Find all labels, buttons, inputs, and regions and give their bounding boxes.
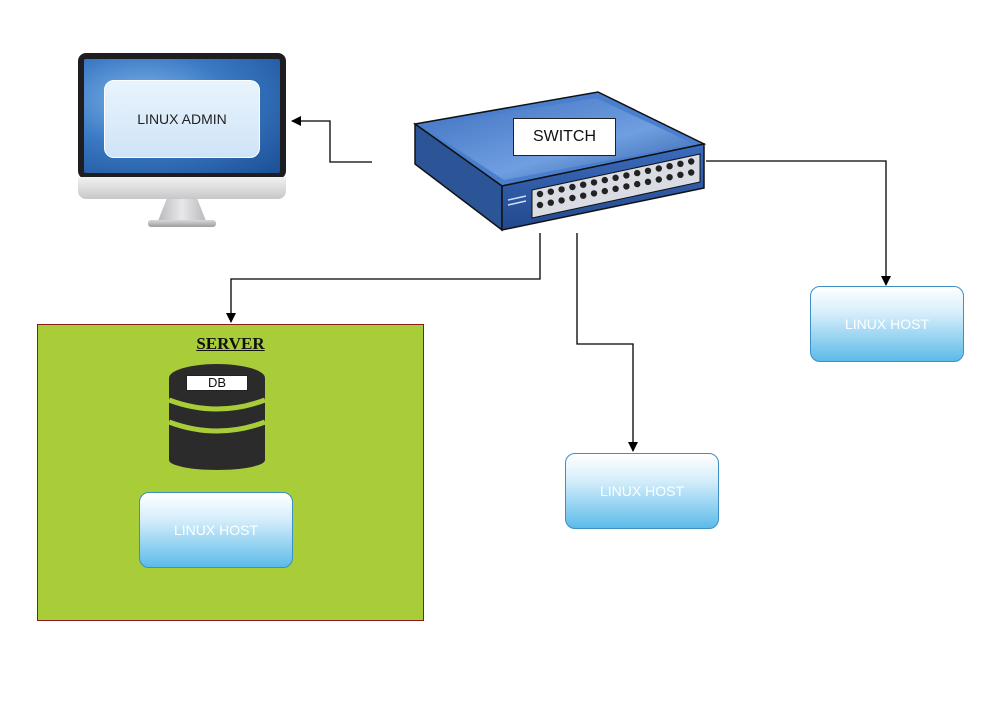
network-switch-icon bbox=[413, 91, 707, 232]
switch-port bbox=[590, 190, 598, 197]
switch-port bbox=[655, 165, 662, 172]
switch-port bbox=[677, 171, 684, 178]
switch-port bbox=[590, 179, 598, 186]
switch-port bbox=[655, 176, 662, 183]
switch-port bbox=[601, 187, 608, 195]
computer-stand-base bbox=[148, 220, 216, 227]
server-linux-host: LINUX HOST bbox=[139, 492, 293, 568]
linux-admin-label: LINUX ADMIN bbox=[104, 80, 260, 158]
computer-stand bbox=[158, 199, 206, 221]
switch-port bbox=[536, 201, 544, 209]
switch-label: SWITCH bbox=[513, 118, 616, 156]
switch-port bbox=[612, 174, 619, 181]
switch-port bbox=[666, 163, 673, 170]
switch-port bbox=[612, 185, 619, 192]
switch-port bbox=[601, 176, 608, 184]
switch-port bbox=[666, 174, 673, 181]
database-icon bbox=[168, 364, 266, 470]
switch-port bbox=[634, 180, 641, 188]
connector-switch-to-right-host bbox=[706, 160, 891, 286]
server-title: SERVER bbox=[196, 334, 265, 353]
switch-port bbox=[580, 192, 587, 199]
switch-port bbox=[644, 178, 652, 185]
switch-port bbox=[623, 183, 630, 190]
switch-port bbox=[547, 199, 554, 206]
switch-port bbox=[688, 169, 695, 176]
switch-port bbox=[569, 194, 576, 202]
db-label: DB bbox=[186, 375, 248, 391]
switch-port bbox=[634, 169, 641, 177]
switch-port bbox=[677, 160, 684, 167]
computer-chin bbox=[78, 177, 286, 199]
right-linux-host: LINUX HOST bbox=[810, 286, 964, 362]
apple-logo-icon bbox=[175, 180, 189, 194]
connector-switch-to-server bbox=[226, 233, 541, 323]
connector-switch-to-admin bbox=[291, 116, 372, 163]
connector-switch-to-middle-host bbox=[576, 233, 638, 452]
switch-port bbox=[558, 197, 565, 204]
switch-port bbox=[569, 183, 576, 191]
middle-linux-host: LINUX HOST bbox=[565, 453, 719, 529]
switch-port bbox=[644, 167, 652, 174]
switch-port bbox=[558, 186, 565, 193]
switch-port bbox=[536, 190, 544, 198]
switch-port bbox=[688, 158, 695, 165]
switch-port bbox=[623, 172, 630, 179]
switch-port bbox=[547, 188, 554, 195]
switch-port bbox=[580, 181, 587, 188]
